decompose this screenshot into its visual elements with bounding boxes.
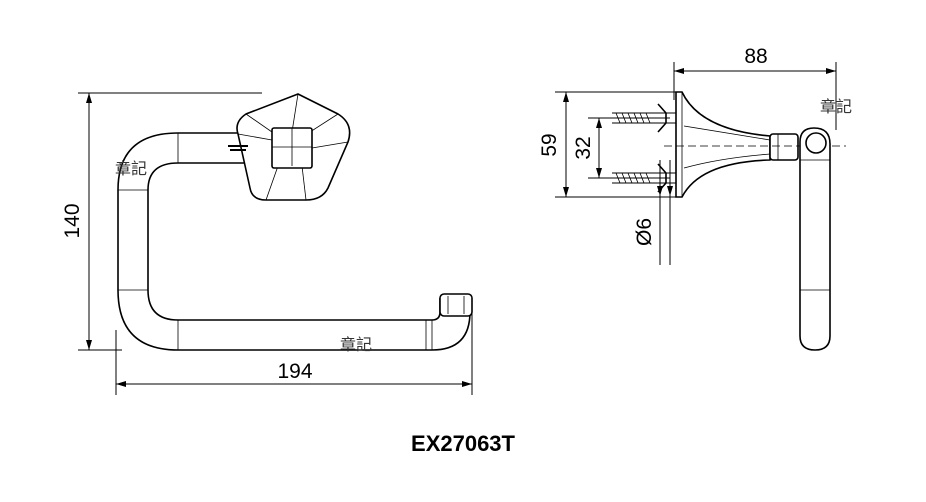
wall-rosette — [228, 93, 351, 201]
dimension-mount-height: 59 — [538, 91, 676, 198]
depth-dim-label: 88 — [744, 45, 767, 68]
dimension-screw-spacing: 32 — [572, 117, 670, 179]
watermark-right: 章記 — [820, 98, 852, 116]
watermark-bottom: 章記 — [340, 336, 372, 354]
screw-upper — [612, 103, 676, 133]
paper-holder-arm — [117, 132, 473, 351]
mount-height-dim-label: 59 — [538, 133, 561, 156]
screw-diameter-dim-label: Ø6 — [633, 218, 656, 246]
side-bar — [799, 127, 831, 351]
width-dim-label: 194 — [277, 360, 312, 383]
dimension-depth: 88 — [673, 45, 837, 130]
model-number: EX27063T — [411, 431, 516, 456]
screw-spacing-dim-label: 32 — [572, 136, 595, 159]
height-dim-label: 140 — [61, 203, 84, 238]
dimension-screw-diameter: Ø6 — [633, 160, 673, 265]
watermark-left: 章記 — [115, 160, 147, 178]
brand-logo-mark — [228, 145, 248, 151]
end-cap — [439, 293, 473, 317]
screw-lower — [612, 163, 676, 193]
dimension-width: 194 — [115, 300, 473, 395]
front-view: 140 194 — [61, 92, 473, 395]
side-view: 88 59 32 Ø6 — [538, 45, 852, 351]
dimension-height: 140 — [61, 92, 262, 351]
